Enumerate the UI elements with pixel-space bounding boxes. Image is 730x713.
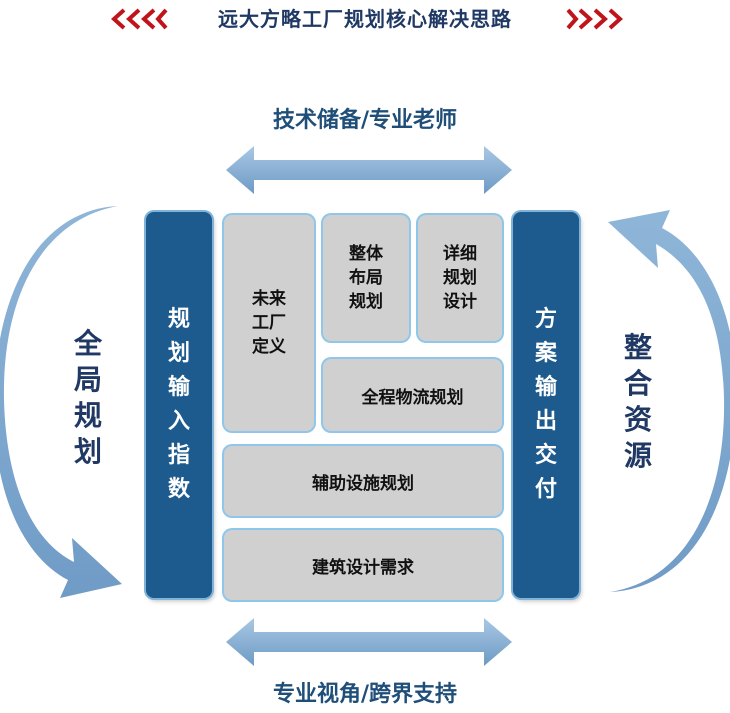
module-detailed-design: 详细规划设计 <box>418 215 502 341</box>
left-curved-arrow-icon <box>0 206 122 598</box>
left-pillar-label: 规划输入指数 <box>167 307 190 502</box>
module-auxiliary: 辅助设施规划 <box>224 446 502 516</box>
top-double-arrow-icon <box>226 146 512 194</box>
top-label: 技术储备/专业老师 <box>272 108 458 133</box>
module-building: 建筑设计需求 <box>224 530 502 600</box>
module-overall-layout: 整体布局规划 <box>323 215 409 341</box>
right-pillar: 方案输出交付 <box>513 212 579 598</box>
right-pillar-label: 方案输出交付 <box>534 307 557 502</box>
left-chevrons-icon <box>111 8 168 30</box>
left-label: 全局规划 <box>73 327 102 468</box>
right-chevrons-icon <box>566 8 623 30</box>
page-title: 远大方略工厂规划核心解决思路 <box>218 7 512 31</box>
module-logistics: 全程物流规划 <box>323 359 502 431</box>
module-future-factory: 未来工厂定义 <box>224 215 314 431</box>
right-label: 整合资源 <box>623 331 652 472</box>
bottom-double-arrow-icon <box>226 618 512 666</box>
left-pillar: 规划输入指数 <box>146 212 212 598</box>
bottom-label: 专业视角/跨界支持 <box>272 682 458 707</box>
